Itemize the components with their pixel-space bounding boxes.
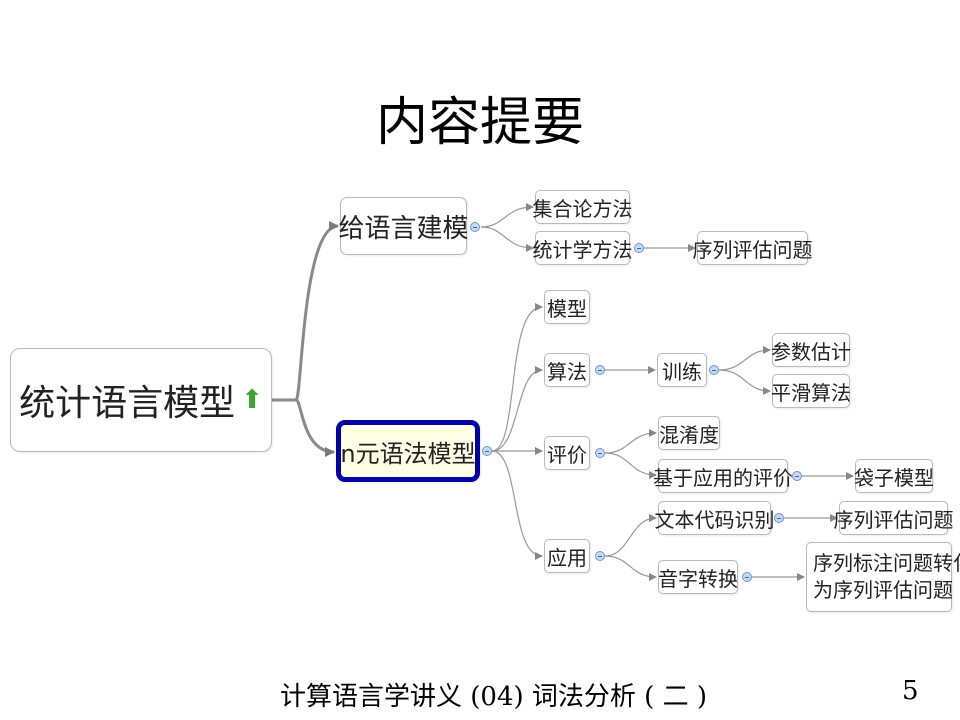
node-label: 基于应用的评价: [653, 465, 793, 490]
node-label: 序列评估问题: [833, 507, 954, 532]
node-perplexity[interactable]: 混淆度: [658, 416, 720, 450]
node-label: 算法: [547, 359, 587, 384]
collapse-toggle-icon[interactable]: [595, 551, 605, 561]
collapse-toggle-icon[interactable]: [774, 513, 784, 523]
node-label: 文本代码识别: [654, 507, 775, 532]
collapse-toggle-icon[interactable]: [470, 222, 480, 232]
collapse-toggle-icon[interactable]: [742, 572, 752, 582]
collapse-toggle-icon[interactable]: [792, 471, 802, 481]
node-bag-model[interactable]: 袋子模型: [854, 459, 934, 493]
node-algorithm[interactable]: 算法: [544, 353, 590, 387]
node-evaluation[interactable]: 评价: [544, 436, 590, 470]
node-label: 统计学方法: [532, 237, 633, 262]
node-label-line1: 序列标注问题转化: [813, 551, 960, 575]
node-application[interactable]: 应用: [544, 539, 590, 573]
node-smoothing[interactable]: 平滑算法: [771, 374, 851, 408]
node-label: 应用: [547, 545, 587, 570]
node-training[interactable]: 训练: [657, 353, 707, 387]
node-label: 混淆度: [659, 422, 719, 447]
slide-title: 内容提要: [375, 93, 584, 153]
collapse-toggle-icon[interactable]: [482, 446, 492, 456]
node-label-line2: 为序列评估问题: [813, 578, 953, 602]
collapse-toggle-icon[interactable]: [595, 448, 605, 458]
node-pinyin-conversion[interactable]: 音字转换: [658, 560, 738, 594]
node-label: n元语法模型: [340, 439, 476, 468]
node-label: 模型: [547, 296, 587, 321]
node-label: 袋子模型: [854, 465, 934, 490]
collapse-toggle-icon[interactable]: [634, 243, 644, 253]
node-sequence-eval[interactable]: 序列评估问题: [693, 231, 813, 265]
node-label: 序列评估问题: [692, 237, 813, 262]
collapse-toggle-icon[interactable]: [709, 365, 719, 375]
collapse-toggle-icon[interactable]: [595, 365, 605, 375]
node-label: 集合论方法: [532, 196, 633, 221]
node-param-estimation[interactable]: 参数估计: [771, 333, 851, 367]
node-label: 参数估计: [771, 339, 851, 364]
node-statistics[interactable]: 统计学方法: [532, 231, 633, 265]
node-label: 音字转换: [658, 566, 738, 591]
page-number: 5: [902, 676, 919, 706]
node-text-code-recognition[interactable]: 文本代码识别: [655, 501, 775, 535]
node-label: 给语言建模: [338, 213, 469, 244]
node-sequence-eval-2[interactable]: 序列评估问题: [834, 501, 954, 535]
node-label: 训练: [662, 359, 702, 384]
node-ngram-model[interactable]: n元语法模型: [336, 420, 480, 482]
mindmap-root-node[interactable]: 统计语言模型 ⬆: [10, 348, 272, 452]
up-arrow-icon: ⬆: [241, 385, 263, 415]
node-set-theory[interactable]: 集合论方法: [532, 190, 633, 224]
node-sequence-labeling[interactable]: 序列标注问题转化 为序列评估问题: [806, 542, 960, 612]
slide-footer: 计算语言学讲义 (04) 词法分析 ( 二 ): [280, 682, 707, 712]
node-model[interactable]: 模型: [544, 290, 590, 324]
node-application-eval[interactable]: 基于应用的评价: [653, 459, 793, 493]
node-label: 评价: [547, 442, 587, 467]
node-language-modeling[interactable]: 给语言建模: [338, 197, 469, 255]
root-label: 统计语言模型: [19, 383, 236, 424]
node-label: 平滑算法: [771, 380, 851, 405]
